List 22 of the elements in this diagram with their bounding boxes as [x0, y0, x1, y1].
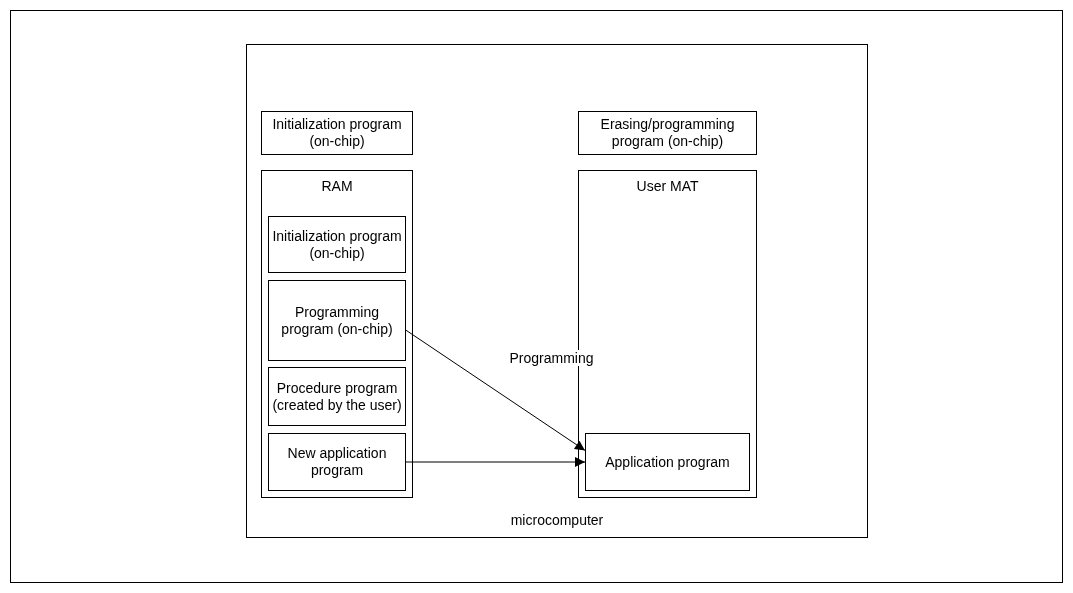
box-label: Procedure program (created by the user): [271, 379, 403, 414]
program-box: [268, 216, 406, 273]
box-label: RAM: [320, 178, 354, 195]
edge-label: Programming: [507, 350, 596, 367]
program-box: [268, 367, 406, 426]
box-label: Programming program (on-chip): [280, 303, 394, 338]
box-label: microcomputer: [509, 512, 605, 529]
arrow: [405, 329, 586, 451]
arrow: [405, 457, 586, 467]
program-box: [268, 280, 406, 361]
box-label: Erasing/programming program (on-chip): [599, 116, 736, 150]
container-box: [246, 44, 868, 538]
box-label: Initialization program (on-chip): [271, 116, 403, 150]
box-label: New application program: [286, 445, 388, 479]
program-box: [261, 111, 413, 155]
container-box: [261, 170, 413, 498]
program-box: [585, 433, 750, 491]
program-box: [578, 111, 757, 155]
box-label: User MAT: [635, 178, 700, 195]
program-box: [268, 433, 406, 491]
box-label: Application program: [604, 453, 731, 471]
box-label: Initialization program (on-chip): [271, 227, 403, 262]
